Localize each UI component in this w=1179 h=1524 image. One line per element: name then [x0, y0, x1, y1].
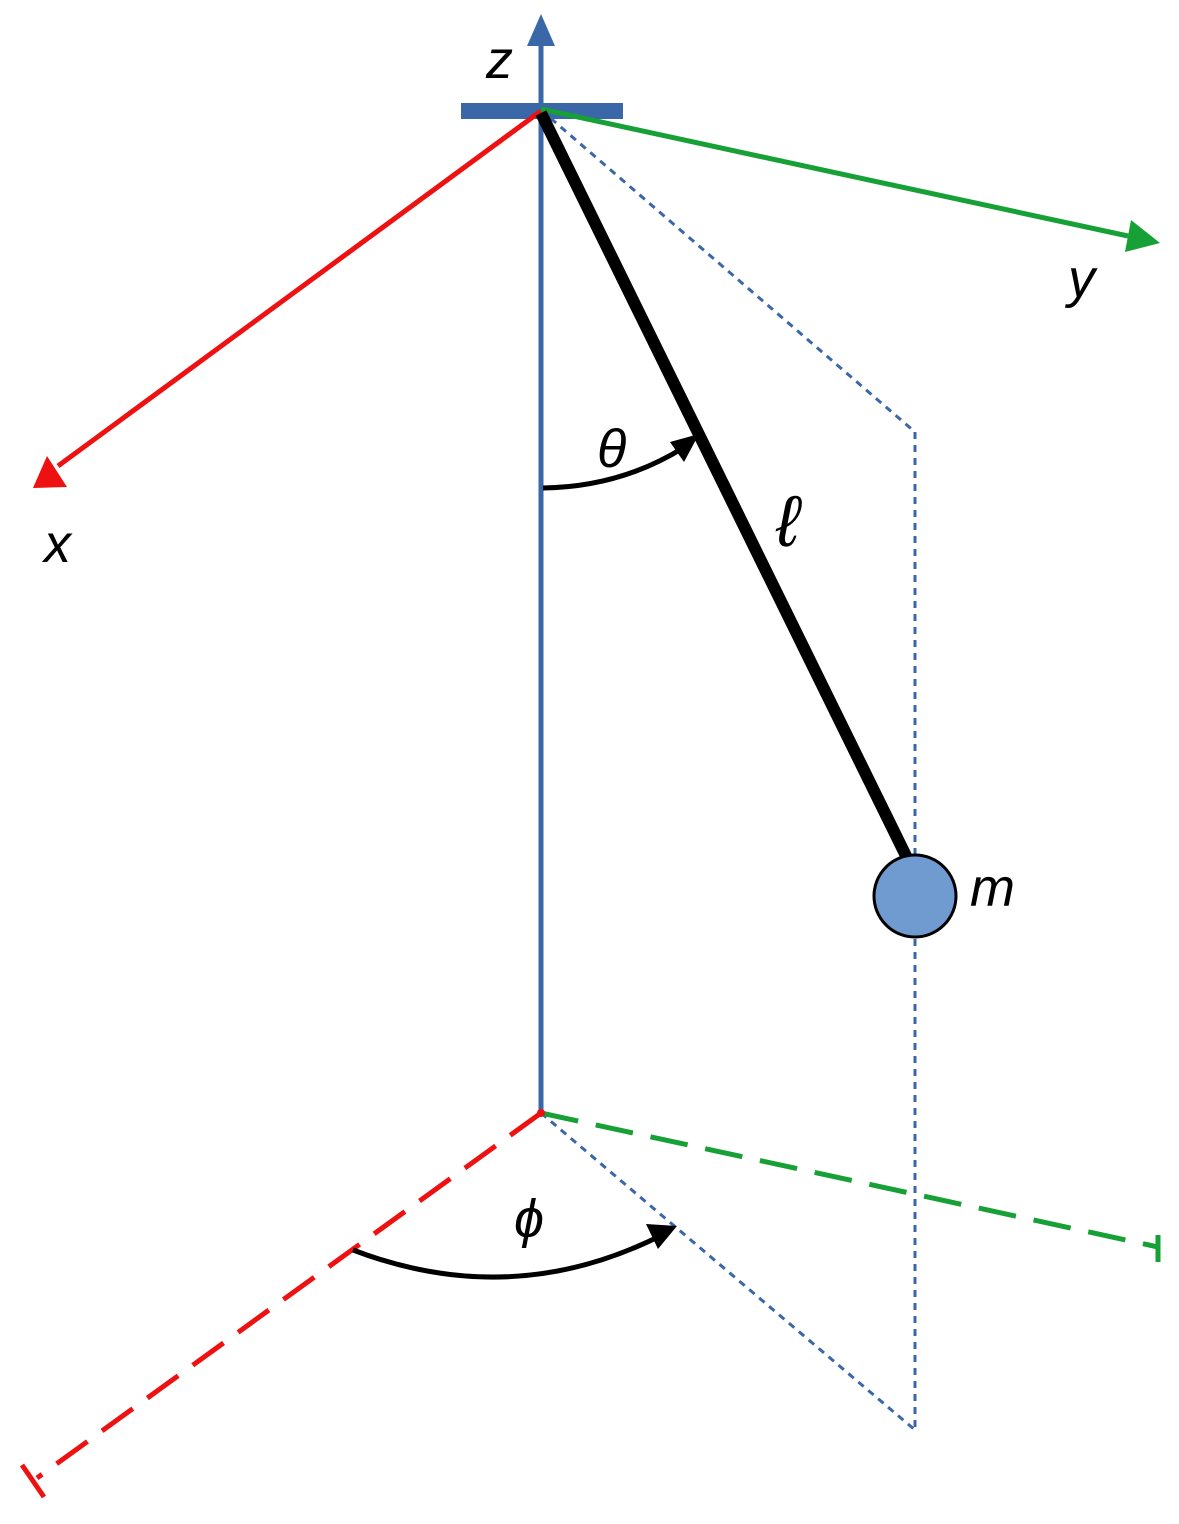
theta-arrow-icon — [670, 434, 699, 462]
z-arrow-icon — [527, 14, 555, 46]
y-arrow-icon — [1125, 220, 1160, 252]
y-axis-label: y — [1064, 249, 1098, 309]
origin-dot — [537, 1109, 545, 1117]
phi-arrow-icon — [646, 1224, 677, 1249]
pendulum-bob-icon — [872, 853, 958, 939]
x-axis-label: x — [41, 514, 73, 574]
guide-top-diagonal — [540, 108, 916, 434]
z-axis — [527, 14, 555, 1113]
theta-label: θ — [597, 419, 626, 479]
ground-y-projection — [540, 1110, 1161, 1262]
phi-label: ϕ — [514, 1189, 544, 1249]
y-axis — [540, 106, 1160, 252]
z-axis-label: z — [485, 30, 513, 90]
x-axis — [33, 108, 543, 488]
mass-label: m — [970, 858, 1015, 918]
x-arrow-icon — [33, 456, 67, 488]
length-label: ℓ — [775, 482, 802, 562]
pendulum-rod — [535, 110, 915, 865]
theta-angle-arc — [542, 434, 699, 491]
guide-bottom-diagonal — [540, 1111, 916, 1432]
ground-x-projection — [19, 1110, 543, 1499]
phi-angle-arc — [352, 1224, 677, 1280]
